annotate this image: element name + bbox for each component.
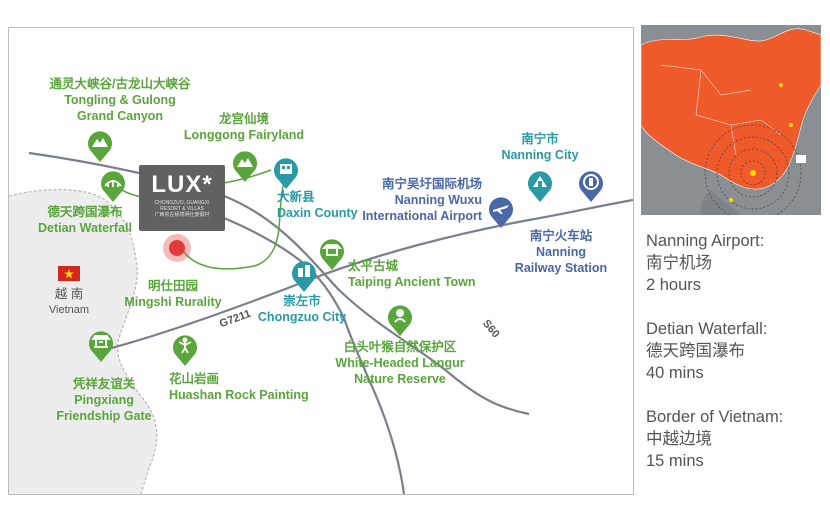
- monkey-icon: [388, 305, 412, 336]
- area-map: LUX* CHONGZUO, GUANGXI RESORT & VILLAS 广…: [8, 27, 634, 495]
- building-icon: [292, 261, 316, 292]
- resort-line-1: CHONGZUO, GUANGXI: [154, 200, 210, 206]
- mountain-icon: [233, 151, 257, 182]
- mountain-icon: [88, 131, 112, 162]
- gate-icon: [89, 331, 113, 362]
- airplane-icon: [489, 197, 513, 228]
- resort-line-2: RESORT & VILLAS: [160, 206, 204, 212]
- resort-line-3: 广西崇左秘境明仕度假村: [154, 212, 210, 218]
- train-icon: [579, 171, 603, 202]
- china-overview-map: [641, 25, 821, 215]
- waterfall-icon: [101, 171, 125, 202]
- building-icon: [274, 158, 298, 189]
- pavilion-icon: [320, 239, 344, 270]
- resort-logo-box: LUX* CHONGZUO, GUANGXI RESORT & VILLAS 广…: [139, 165, 225, 231]
- china-map: [641, 25, 821, 215]
- building-icon: [528, 171, 552, 202]
- figure-icon: [173, 335, 197, 366]
- road-south: [223, 216, 406, 494]
- border-line: [9, 189, 158, 494]
- vietnam-flag-icon: [58, 266, 80, 281]
- vietnam-area: [9, 189, 157, 494]
- road-g7211: [103, 198, 633, 352]
- route-green-1: [178, 182, 285, 270]
- resort-logo: LUX*: [151, 171, 213, 198]
